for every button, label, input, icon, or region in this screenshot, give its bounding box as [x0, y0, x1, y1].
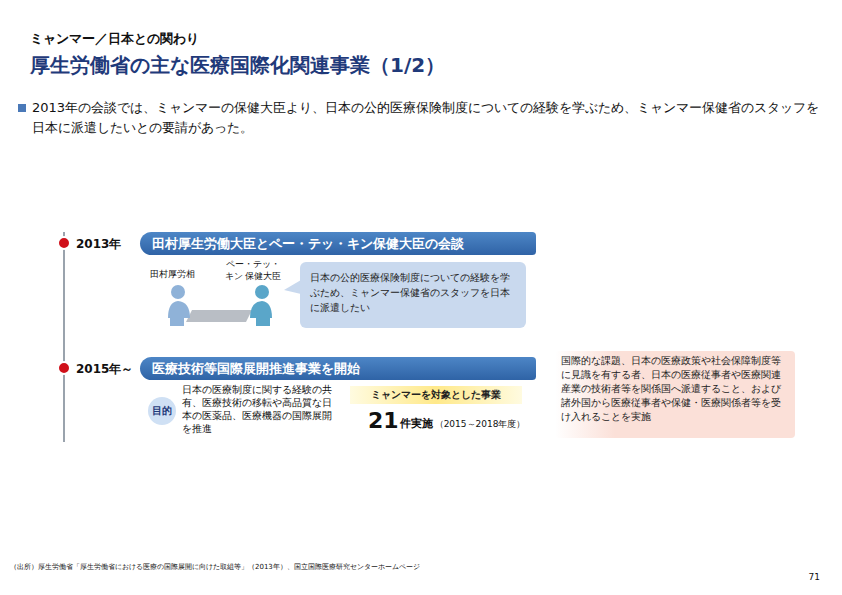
timeline-dot — [58, 237, 70, 249]
bullet-text: 2013年の会談では、ミャンマーの保健大臣より、日本の公的医療保険制度についての… — [32, 98, 822, 138]
node-text: 目的 — [148, 397, 176, 425]
person-label: 田村厚労相 — [150, 268, 195, 281]
count-unit: 件実施 — [400, 416, 433, 431]
purpose-circle: 目的 — [148, 397, 176, 425]
node-text: 国際的な課題、日本の医療政策や社会保障制度等に見識を有する者、日本の医療従事者や… — [561, 354, 789, 424]
node-text: 医療技術等国際展開推進事業を開始 — [152, 360, 524, 377]
speech-bubble: 日本の公的医療保険制度についての経験を学ぶため、ミャンマー保健省のスタッフを日本… — [300, 262, 526, 328]
timeline-line — [63, 232, 65, 442]
target-label: ミャンマーを対象とした事業 — [350, 386, 522, 404]
year-label: 2013年 — [76, 236, 121, 253]
band-heading: 田村厚生労働大臣とペー・テッ・キン保健大臣の会談 — [140, 232, 536, 255]
source-note: （出所）厚生労働省「厚生労働省における医療の国際展開に向けた取組等」（2013年… — [10, 562, 420, 572]
band-heading: 医療技術等国際展開推進事業を開始 — [140, 357, 536, 380]
bullet-square — [18, 104, 26, 112]
count-period: （2015～2018年度） — [435, 418, 526, 431]
count-number: 21 — [368, 408, 399, 434]
node-text: ミャンマーを対象とした事業 — [350, 386, 522, 404]
meeting-figure — [168, 285, 272, 326]
purpose-text: 日本の医療制度に関する経験の共有、医療技術の移転や高品質な日本の医薬品、医療機器… — [182, 383, 332, 435]
section-header: ミャンマー／日本との関わり — [30, 30, 199, 48]
bubble-tail — [284, 280, 301, 294]
spacer — [5, 552, 837, 553]
node-text: 日本の公的医療保険制度についての経験を学ぶため、ミャンマー保健省のスタッフを日本… — [310, 270, 516, 315]
timeline-dot — [58, 362, 70, 374]
detail-box: 国際的な課題、日本の医療政策や社会保障制度等に見識を有する者、日本の医療従事者や… — [555, 351, 795, 438]
page-number: 71 — [809, 572, 820, 582]
person-label: ペー・テッ・キン 保健大臣 — [222, 258, 284, 282]
node-text: 田村厚生労働大臣とペー・テッ・キン保健大臣の会談 — [152, 235, 524, 252]
year-label: 2015年～ — [76, 361, 133, 378]
page-title: 厚生労働省の主な医療国際化関連事業（1/2） — [30, 52, 445, 79]
